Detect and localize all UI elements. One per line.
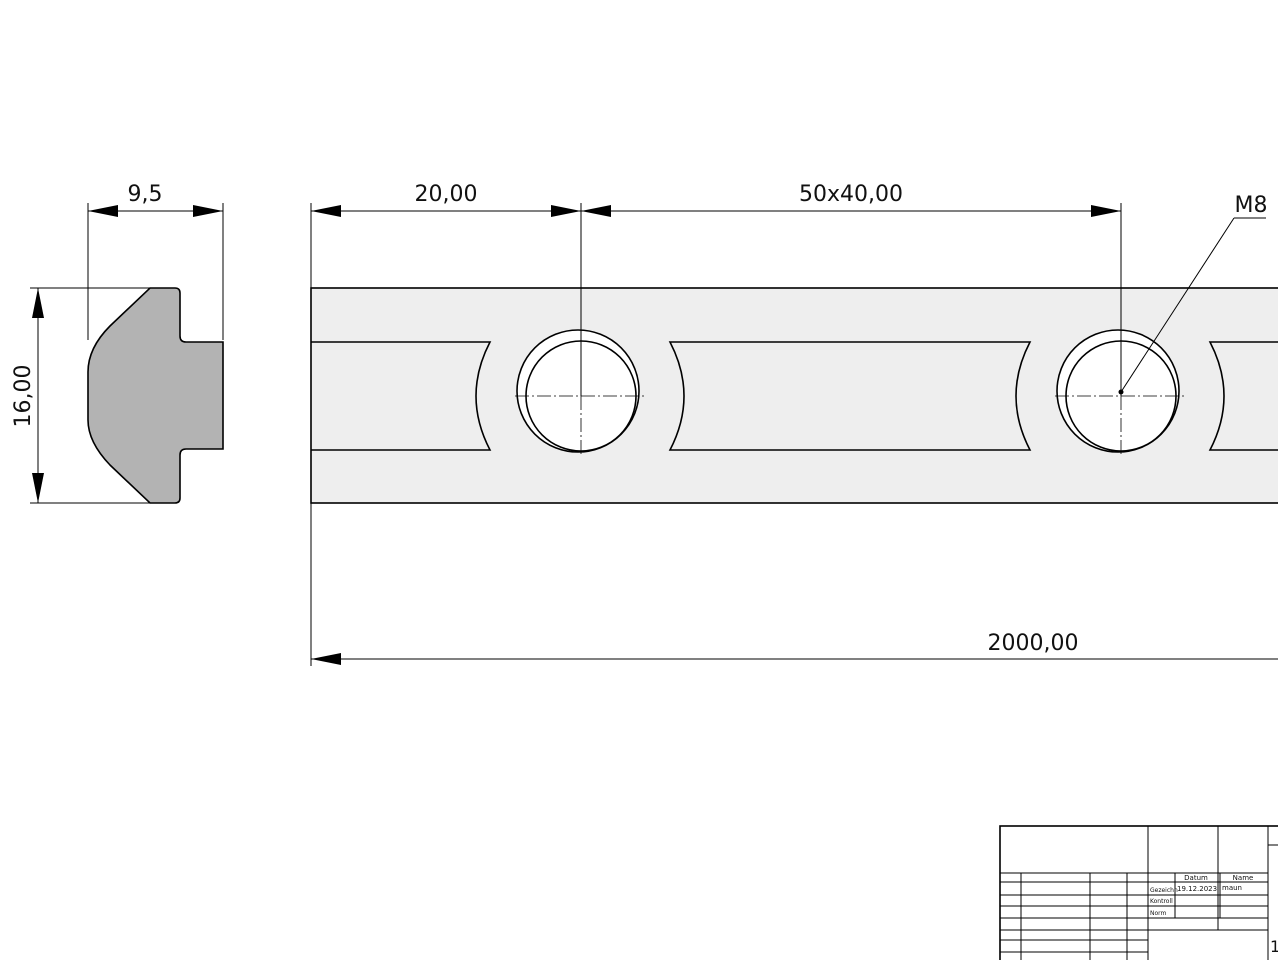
profile-width-label: 9,5 — [128, 182, 163, 207]
rail-side-view: 20,00 50x40,00 M8 2000,00 — [310, 182, 1278, 666]
title-block-drawn-row: Gezeichn — [1150, 887, 1178, 894]
length-label: 2000,00 — [988, 631, 1079, 656]
rail-groove-segment — [1208, 341, 1278, 451]
pitch-label: 50x40,00 — [799, 182, 903, 207]
rail-groove-segment — [311, 341, 492, 451]
title-block — [999, 825, 1278, 960]
title-block-date-header: Datum — [1184, 874, 1208, 882]
thread-label: M8 — [1235, 193, 1268, 218]
rail-groove-segment — [668, 341, 1032, 451]
title-block-name-header: Name — [1233, 874, 1254, 882]
title-block-checked-row: Kontroll — [1150, 898, 1173, 905]
title-block-norm-row: Norm — [1150, 910, 1167, 917]
profile-height-label: 16,00 — [11, 365, 36, 428]
title-block-drawn-name: maun — [1222, 884, 1242, 892]
title-block-sheet-fragment: 1 — [1270, 937, 1278, 956]
thread-leader-line — [1120, 217, 1235, 393]
title-block-drawn-date: 19.12.2023 — [1177, 885, 1217, 893]
profile-section-shape — [87, 287, 224, 504]
first-offset-label: 20,00 — [415, 182, 478, 207]
profile-section-view: 9,5 16,00 — [11, 182, 224, 504]
